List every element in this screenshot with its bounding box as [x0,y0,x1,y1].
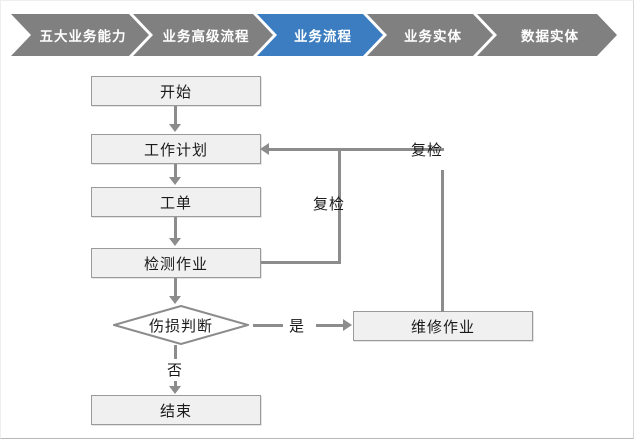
flow-node-repair-label: 维修作业 [410,317,475,336]
diamond-shape-icon [113,305,249,345]
flow-node-start-label: 开始 [159,82,192,101]
edge-recheck-inner-horizontal-top [269,148,341,151]
edge-recheck-outer-horizontal [338,148,444,151]
flow-node-decision[interactable]: 伤损判断 [113,305,249,345]
flow-node-work-order-label: 工单 [159,193,192,212]
breadcrumb-item-4[interactable]: 业务实体 [367,14,493,56]
flow-node-end-label: 结束 [159,401,192,420]
breadcrumb-item-2-label: 业务高级流程 [162,29,250,45]
breadcrumb-item-1[interactable]: 五大业务能力 [11,14,149,56]
arrow-down-icon-inspection [169,296,181,304]
arrow-down-icon-no [169,386,181,394]
flow-node-work-plan[interactable]: 工作计划 [91,134,261,164]
edge-work-order-to-inspection [174,217,177,239]
edge-recheck-inner-vertical [338,149,341,264]
breadcrumb-item-5-label: 数据实体 [521,29,579,45]
breadcrumb: 五大业务能力 业务高级流程 业务流程 业务实体 数据实体 [1,14,634,56]
flow-node-work-order[interactable]: 工单 [91,187,261,217]
edge-inspection-to-decision [174,278,177,297]
breadcrumb-item-2[interactable]: 业务高级流程 [133,14,273,56]
breadcrumb-item-5[interactable]: 数据实体 [477,14,617,56]
breadcrumb-item-3-label: 业务流程 [294,29,352,45]
flow-node-start[interactable]: 开始 [91,76,261,106]
flow-node-decision-label: 伤损判断 [148,316,213,335]
arrow-down-icon-start [169,124,181,132]
flow-node-repair[interactable]: 维修作业 [353,311,533,341]
arrow-right-icon-yes [343,319,352,331]
edge-start-to-work-plan [174,106,177,126]
breadcrumb-item-1-label: 五大业务能力 [39,29,127,45]
edge-decision-to-end-upper [174,345,177,359]
flow-node-inspection[interactable]: 检测作业 [91,248,261,278]
arrow-left-icon-recheck-inner [260,143,269,155]
flow-node-work-plan-label: 工作计划 [143,140,208,159]
edge-decision-to-end-lower [174,381,177,387]
edge-recheck-outer-vertical [441,170,444,312]
edge-label-yes: 是 [289,317,306,335]
edge-label-no: 否 [167,361,184,379]
edge-work-plan-to-work-order [174,164,177,178]
edge-label-recheck-inner: 复检 [313,195,346,213]
flow-node-inspection-label: 检测作业 [143,254,208,273]
edge-decision-to-repair-segment [253,324,283,327]
edge-label-recheck-outer: 复检 [411,141,444,159]
edge-recheck-inner-horizontal-bottom [261,261,341,264]
arrow-down-icon-work-plan [169,177,181,185]
breadcrumb-item-3-active[interactable]: 业务流程 [257,14,383,56]
edge-decision-to-repair-arrow-line [316,324,344,327]
breadcrumb-item-4-label: 业务实体 [404,29,462,45]
arrow-down-icon-work-order [169,238,181,246]
flow-node-end[interactable]: 结束 [91,395,261,425]
